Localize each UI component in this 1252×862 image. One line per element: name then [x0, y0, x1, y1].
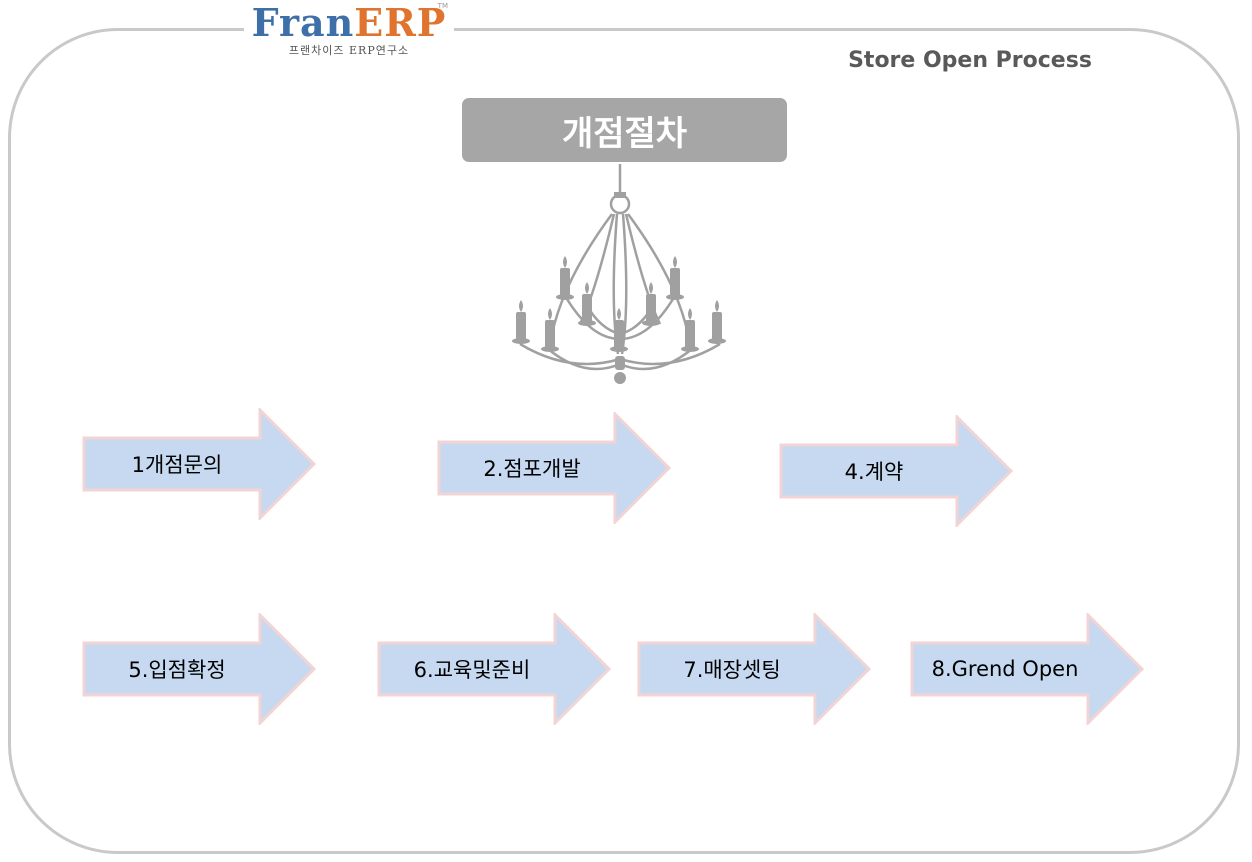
logo-subtitle: 프랜차이즈 ERP연구소	[288, 44, 410, 57]
step-label: 5.입점확정	[128, 658, 226, 682]
step-1-arrow: 1개점문의	[82, 408, 316, 520]
step-6-arrow: 6.교육및준비	[377, 613, 611, 725]
step-8-arrow: 8.Grend Open	[910, 613, 1144, 725]
step-label: 4.계약	[844, 460, 904, 484]
page-title: 개점절차	[462, 98, 787, 162]
logo-trademark: TM	[437, 2, 448, 10]
step-label: 8.Grend Open	[931, 657, 1079, 681]
arrow-shape	[637, 613, 871, 725]
logo-wordmark: FranERP	[244, 2, 454, 44]
arrow-shape	[437, 412, 671, 524]
step-7-arrow: 7.매장셋팅	[637, 613, 871, 725]
step-2-arrow: 2.점포개발	[437, 412, 671, 524]
chandelier-icon	[512, 164, 726, 384]
logo-erp: ERP	[354, 0, 447, 45]
step-label: 6.교육및준비	[413, 658, 531, 682]
rounded-frame	[8, 28, 1240, 854]
arrow-shape	[377, 613, 611, 725]
step-5-arrow: 5.입점확정	[82, 613, 316, 725]
page-title-text: 개점절차	[561, 113, 688, 154]
logo-fran: Fran	[251, 0, 355, 45]
arrow-shape	[779, 415, 1013, 527]
step-label: 1개점문의	[131, 453, 223, 477]
arrow-shape	[82, 613, 316, 725]
franerp-logo: FranERP 프랜차이즈 ERP연구소 TM	[244, 0, 454, 62]
step-label: 2.점포개발	[483, 457, 581, 481]
step-label: 7.매장셋팅	[683, 658, 781, 682]
arrow-shape	[82, 408, 316, 520]
step-4-arrow: 4.계약	[779, 415, 1013, 527]
process-subtitle: Store Open Process	[848, 48, 1092, 73]
arrow-shape	[910, 613, 1144, 725]
